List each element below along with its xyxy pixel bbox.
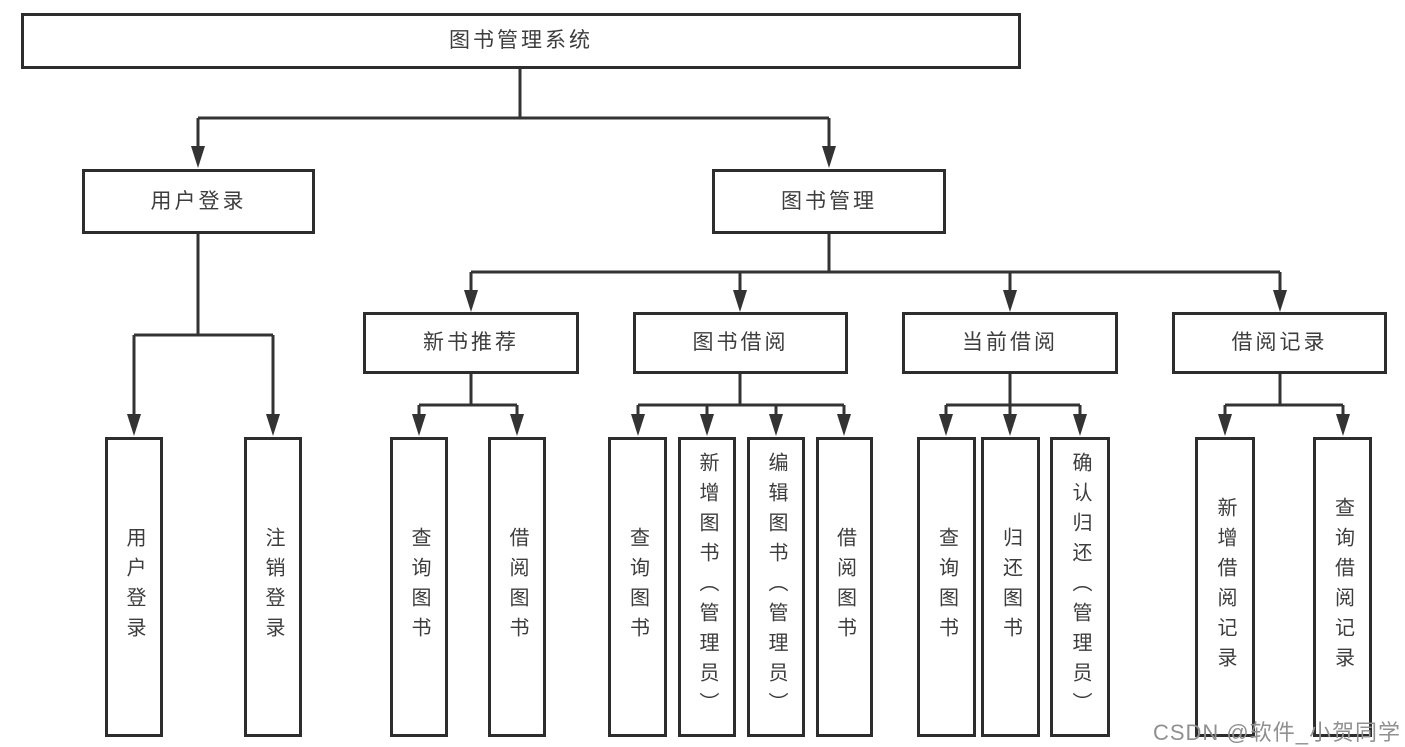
leaf-query-books-1: 查询图书: [390, 437, 448, 737]
node-label: 查询图书: [408, 527, 430, 647]
arrow-head: [266, 414, 280, 436]
leaf-query-books-3: 查询图书: [917, 437, 976, 737]
arrow-head: [464, 290, 478, 312]
connector-line: [1223, 374, 1345, 420]
node-label: 归还图书: [999, 527, 1022, 647]
arrow-head: [127, 414, 141, 436]
connector-line: [417, 374, 519, 420]
node-label: 新增借阅记录: [1214, 497, 1236, 677]
node-label: 查询图书: [626, 527, 649, 647]
arrow-head: [1336, 414, 1350, 436]
node-label: 借阅图书: [506, 527, 528, 647]
arrow-head: [1003, 414, 1017, 436]
arrow-head: [510, 414, 524, 436]
leaf-edit-books-admin: 编辑图书（管理员）: [747, 437, 805, 737]
connector-current-borrow-children: [939, 374, 1087, 436]
node-label: 当前借阅: [962, 331, 1058, 355]
arrow-head: [769, 414, 783, 436]
connector-line: [132, 234, 275, 420]
arrow-head: [1073, 414, 1087, 436]
node-current-borrow: 当前借阅: [902, 312, 1118, 374]
arrow-head: [1218, 414, 1232, 436]
connector-new-book-recommend-children: [412, 374, 524, 436]
node-label: 图书管理系统: [449, 29, 593, 53]
connector-book-management-children: [464, 234, 1287, 312]
node-book-management: 图书管理: [712, 169, 946, 234]
arrow-head: [1273, 290, 1287, 312]
arrow-head: [939, 414, 953, 436]
connector-root-to-level2: [191, 68, 836, 168]
leaf-borrow-books-2: 借阅图书: [816, 437, 873, 737]
arrow-head: [1003, 290, 1017, 312]
node-root: 图书管理系统: [21, 13, 1021, 69]
connector-line: [944, 374, 1082, 420]
node-label: 用户登录: [150, 189, 247, 213]
node-new-book-recommend: 新书推荐: [363, 312, 579, 374]
leaf-confirm-return-admin: 确认归还（管理员）: [1050, 437, 1110, 737]
node-label: 借阅图书: [833, 527, 856, 647]
node-label: 查询借阅记录: [1331, 497, 1354, 677]
connector-line: [196, 68, 831, 152]
leaf-logout: 注销登录: [244, 437, 302, 737]
arrow-head: [837, 414, 851, 436]
node-label: 新书推荐: [423, 331, 519, 355]
leaf-add-borrow-record: 新增借阅记录: [1195, 437, 1255, 737]
leaf-query-books-2: 查询图书: [608, 437, 667, 737]
leaf-user-login: 用户登录: [105, 437, 163, 737]
leaf-query-borrow-record: 查询借阅记录: [1313, 437, 1372, 737]
node-label: 注销登录: [262, 527, 284, 647]
arrow-head: [412, 414, 426, 436]
leaf-add-books-admin: 新增图书（管理员）: [678, 437, 736, 737]
node-label: 用户登录: [123, 527, 145, 647]
leaf-borrow-books-1: 借阅图书: [488, 437, 546, 737]
arrow-head: [700, 414, 714, 436]
node-label: 确认归还（管理员）: [1069, 452, 1091, 722]
node-label: 查询图书: [935, 527, 958, 647]
arrow-head: [631, 414, 645, 436]
arrow-head: [822, 146, 836, 168]
leaf-return-books: 归还图书: [981, 437, 1040, 737]
node-label: 编辑图书（管理员）: [765, 452, 787, 722]
watermark: CSDN @软件_小贺同学: [1152, 720, 1401, 745]
node-label: 图书借阅: [692, 331, 789, 355]
connector-book-borrow-children: [631, 374, 851, 436]
connector-borrow-records-children: [1218, 374, 1350, 436]
node-borrow-records: 借阅记录: [1172, 312, 1387, 374]
connector-line: [469, 234, 1282, 296]
arrow-head: [733, 290, 747, 312]
connector-user-login-children: [127, 234, 280, 436]
node-label: 图书管理: [781, 189, 877, 213]
connector-line: [636, 374, 846, 420]
node-label: 新增图书（管理员）: [696, 452, 718, 722]
node-label: 借阅记录: [1231, 331, 1328, 355]
arrow-head: [191, 146, 205, 168]
node-user-login: 用户登录: [82, 169, 315, 234]
node-book-borrow: 图书借阅: [633, 312, 848, 374]
